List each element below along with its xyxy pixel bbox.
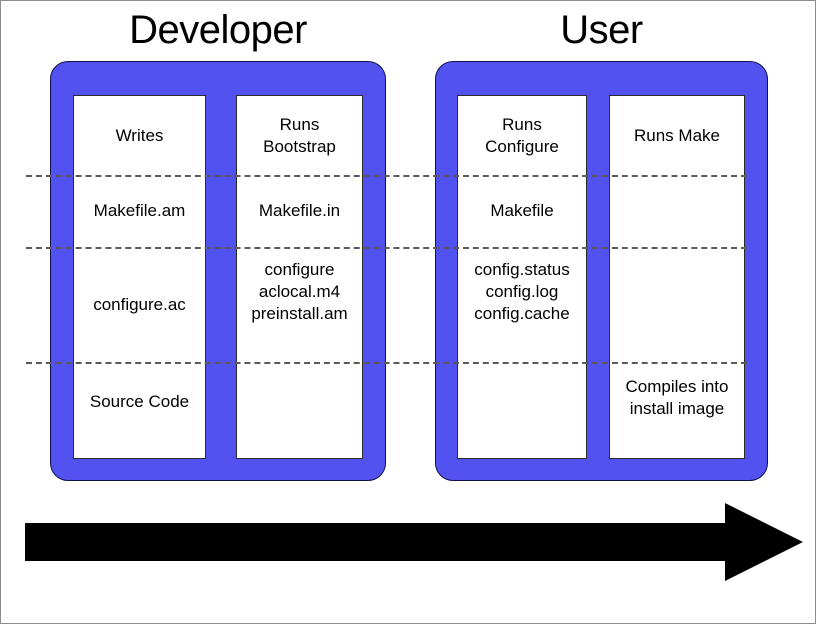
dashed-separator-3 bbox=[26, 362, 747, 364]
cell-developer-bootstrap-makefile-in: Makefile.in bbox=[258, 201, 341, 220]
column-user-make: Runs Make Compiles into install image bbox=[609, 95, 745, 459]
cell-user-make-empty-2 bbox=[610, 247, 744, 362]
time-flow-arrow-icon bbox=[25, 503, 803, 581]
cell-user-make-header: Runs Make bbox=[634, 125, 720, 145]
phase-title-user: User bbox=[560, 8, 643, 52]
column-developer-writes: Writes Makefile.am configure.ac Source C… bbox=[73, 95, 206, 459]
cell-developer-bootstrap-empty bbox=[237, 362, 362, 458]
column-user-configure: Runs Configure Makefile config.status co… bbox=[457, 95, 587, 459]
cell-developer-writes-makefile-am: Makefile.am bbox=[93, 201, 186, 220]
cell-user-make-compiles: Compiles into install image bbox=[625, 377, 729, 418]
phase-title-developer: Developer bbox=[129, 8, 307, 52]
cell-user-configure-makefile: Makefile bbox=[490, 201, 554, 220]
dashed-separator-1 bbox=[26, 175, 747, 177]
column-developer-bootstrap: Runs Bootstrap Makefile.in configure acl… bbox=[236, 95, 363, 459]
cell-developer-writes-source-code: Source Code bbox=[89, 392, 190, 411]
cell-developer-writes-header: Writes bbox=[115, 125, 164, 145]
cell-user-configure-config-outputs: config.status config.log config.cache bbox=[474, 260, 570, 323]
dashed-separator-2 bbox=[26, 247, 747, 249]
cell-user-make-empty-1 bbox=[610, 175, 744, 247]
cell-user-configure-header: Runs Configure bbox=[485, 114, 559, 156]
cell-developer-bootstrap-generated-files: configure aclocal.m4 preinstall.am bbox=[251, 260, 348, 323]
cell-user-configure-empty bbox=[458, 362, 586, 458]
cell-developer-writes-configure-ac: configure.ac bbox=[93, 294, 186, 314]
cell-developer-bootstrap-header: Runs Bootstrap bbox=[263, 114, 336, 156]
